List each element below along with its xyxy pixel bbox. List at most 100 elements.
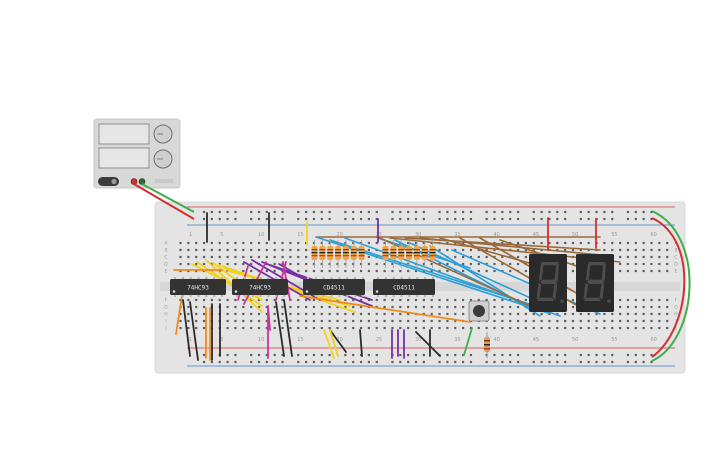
jumper-wire[interactable] [415,331,441,357]
seven-segment-display[interactable] [576,254,614,312]
hole [626,248,630,252]
ic-chip[interactable]: 74HC93 [170,277,226,297]
hole [666,319,669,323]
rail-hole [281,217,284,221]
hole [446,262,449,266]
display-segment [540,279,558,284]
hole [202,305,206,309]
jumper-wires-top[interactable] [182,212,597,361]
hole [556,312,559,316]
ic-chips[interactable]: 74HC93 74HC93 CD4511 CD4511 [170,277,435,297]
hole [289,326,292,330]
hole [305,305,308,309]
hole [273,326,276,330]
hole [202,298,206,302]
jumper-wire[interactable] [323,329,335,359]
column-number: 40 [493,232,499,238]
hole [187,312,190,316]
hole [595,319,598,323]
column-number: 35 [454,337,460,343]
rail-hole [305,353,308,357]
column-number: 1 [189,232,192,238]
hole [265,298,268,302]
hole [422,305,425,309]
hole [289,262,292,266]
rail-hole [320,217,323,221]
hole [187,262,190,266]
jumper-wire[interactable] [175,295,183,335]
ic-chip[interactable]: 74HC93 [232,277,288,297]
jumper-wire[interactable] [275,301,285,357]
hole [352,269,355,273]
seven-segment-displays[interactable] [529,254,614,312]
rail-hole [399,353,402,357]
hole [250,241,253,245]
rail-hole [218,360,221,364]
jumper-wire[interactable] [329,329,339,357]
jumper-wire[interactable] [463,327,473,356]
hole [571,326,575,330]
jumper-wire[interactable] [189,301,199,361]
rail-hole [438,210,441,214]
jumper-wire[interactable] [182,299,191,357]
hole [336,326,339,330]
hole [281,319,284,323]
hole [571,319,575,323]
hole [548,326,551,330]
jumper-wire[interactable] [329,329,347,353]
seven-segment-display[interactable] [529,254,567,312]
rail-hole [422,353,425,357]
hole [391,319,394,323]
jumper-wire[interactable] [429,245,541,317]
rail-hole [202,360,206,364]
hole [611,319,614,323]
hole [281,255,284,259]
ic-chip[interactable]: CD4511 [373,277,435,297]
rail-hole [493,353,496,357]
push-button[interactable] [468,300,490,322]
display-segment [541,262,559,266]
hole [234,326,237,330]
jumper-wire[interactable] [439,237,541,267]
hole [477,255,480,259]
ic-chip[interactable]: CD4511 [303,277,365,297]
hole [666,326,669,330]
negative-terminal[interactable] [138,178,146,185]
hole [524,326,527,330]
chip-label: CD4511 [393,285,415,292]
rail-hole [564,217,567,221]
hole [666,255,669,259]
hole [462,262,465,266]
rail-hole [509,353,512,357]
hole [414,319,418,323]
hole [650,305,653,309]
jumper-wire[interactable] [299,295,471,323]
power-supply[interactable] [93,118,181,189]
rail-hole [367,353,370,357]
hole [328,312,331,316]
positive-terminal[interactable] [130,178,138,185]
hole [367,298,370,302]
hole [422,312,425,316]
hole [501,319,504,323]
supply-leads[interactable] [133,183,691,362]
hole [399,305,402,309]
chip-label: 74HC93 [249,285,271,292]
resistor-arrays[interactable] [311,240,436,268]
jumper-wire[interactable] [359,329,363,357]
hole [619,255,622,259]
pull-down-resistor[interactable] [484,332,490,358]
hole [289,312,292,316]
hole [391,326,394,330]
rail-hole [626,360,630,364]
jumper-wire[interactable] [379,237,531,307]
rail-hole [564,360,567,364]
hole [619,319,622,323]
jumper-wire[interactable] [451,249,601,315]
hole [469,262,473,266]
rail-hole [540,210,543,214]
hole [611,326,614,330]
hole [611,248,614,252]
hole [257,312,261,316]
jumper-wire[interactable] [283,299,293,357]
